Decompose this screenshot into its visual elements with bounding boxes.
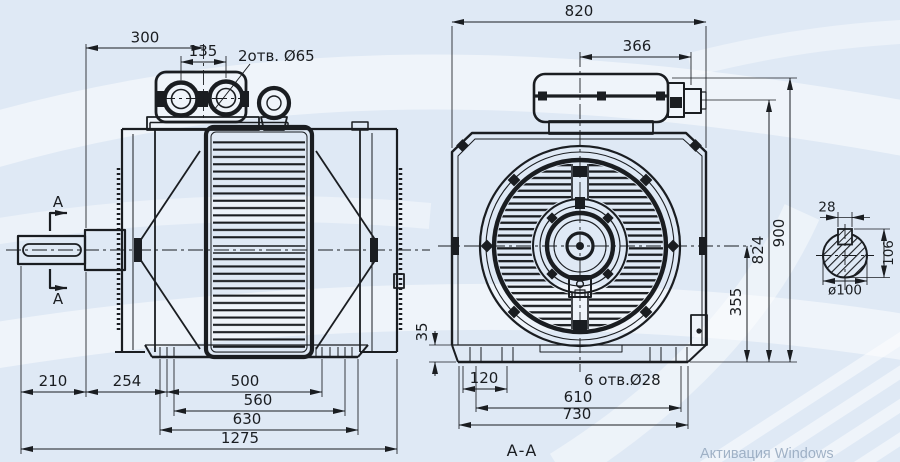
shaft-collar	[83, 228, 127, 272]
center-column	[571, 164, 589, 329]
cable-entry-block	[670, 97, 682, 108]
dim-254-label: 254	[113, 372, 142, 390]
section-cut-mark-bottom	[48, 269, 68, 291]
lifting-eye-base	[260, 116, 288, 131]
dim-1275-label: 1275	[221, 429, 259, 447]
lifting-eye-bore	[266, 95, 282, 111]
stator-frame	[450, 131, 708, 345]
dim-366-label: 366	[623, 37, 652, 55]
cable-gland-left	[162, 80, 200, 118]
box-clamp	[656, 91, 665, 101]
wallpaper-swoosh	[549, 204, 820, 462]
dim-820-label: 820	[565, 2, 594, 20]
section-mark-bottom-label: А	[53, 290, 64, 308]
section-mark-top-label: А	[53, 193, 64, 211]
foot-hole-marks	[159, 347, 353, 357]
box-clamp	[597, 91, 606, 101]
cable-gland-right-bore	[215, 87, 237, 109]
cable-gland-right	[207, 79, 245, 117]
dim-900-label: 900	[770, 219, 788, 248]
dim-824-label: 824	[749, 236, 767, 265]
frame-brace	[315, 258, 377, 350]
foot-edge	[687, 344, 707, 363]
dim-730-label: 730	[563, 405, 592, 423]
wallpaper-swoosh	[0, 54, 900, 167]
hub-bolt	[602, 268, 614, 280]
dim-560-label: 560	[244, 391, 273, 409]
dim-630-label: 630	[233, 410, 262, 428]
drain-box	[690, 314, 708, 346]
note-6-holes-d28: 6 отв.Ø28	[584, 371, 661, 389]
foot-notch	[539, 345, 623, 353]
dim-210-label: 210	[39, 372, 68, 390]
corner-lug	[456, 139, 469, 152]
dim-355-label: 355	[727, 288, 745, 317]
dim-d100-label: ø100	[828, 283, 862, 299]
gland-clamp	[157, 91, 166, 107]
frame-brace	[139, 150, 201, 242]
terminal-box-plinth	[146, 116, 260, 131]
shaft-end	[565, 231, 595, 261]
dim-135-label: 135	[189, 42, 218, 60]
front-view-dimensions: 820 366 824 900 355 35 120 6 отв.Ø28 610…	[413, 2, 797, 460]
wallpaper-stripes	[623, 326, 900, 462]
hub-bolt	[602, 212, 614, 224]
side-view-dimensions: 300 135 2отв. Ø65 210 254 500 560 630 12…	[20, 29, 398, 454]
dim-106-label: 106	[881, 240, 897, 266]
leader-line	[213, 63, 251, 111]
stator-frame-inner	[457, 138, 703, 345]
dim-500-label: 500	[231, 372, 260, 390]
wallpaper-swoosh	[687, 20, 900, 77]
lifting-eye	[256, 85, 292, 121]
extension-lines	[20, 266, 398, 454]
bearing-cap	[134, 238, 142, 262]
frame-brace	[315, 150, 377, 242]
windows-activation-watermark: Активация Windows	[700, 446, 834, 462]
section-cut-mark-top	[48, 210, 68, 231]
dim-28-label: 28	[818, 200, 835, 216]
wallpaper-swoosh	[0, 195, 432, 245]
shaft-keyway-slot	[22, 243, 82, 257]
wallpaper-swoosh	[0, 283, 900, 369]
dim-35-label: 35	[413, 322, 431, 341]
foot-edge	[451, 344, 459, 363]
dim-610-label: 610	[564, 388, 593, 406]
column-block	[573, 166, 587, 177]
note-2-holes-d65: 2отв. Ø65	[238, 47, 315, 65]
rear-boss	[393, 273, 405, 289]
drain-plug	[696, 328, 702, 334]
cooler-slats-upper	[213, 137, 305, 242]
hub-bolt	[546, 268, 558, 280]
side-lug	[452, 237, 459, 255]
cooler-slats-lower	[213, 257, 305, 353]
motor-front-view	[438, 52, 752, 372]
box-clamp	[538, 91, 547, 101]
dim-120-label: 120	[470, 369, 499, 387]
foot-hole-marks	[469, 347, 688, 362]
hub-bolt	[546, 212, 558, 224]
guard-bolt	[480, 239, 494, 253]
cooler-inner-frame	[210, 131, 308, 353]
motor-side-view: А А	[6, 44, 430, 360]
bearing-cap	[370, 238, 378, 262]
dim-300-label: 300	[131, 29, 160, 47]
section-title: А-А	[507, 441, 538, 460]
cable-gland-left-bore	[170, 88, 192, 110]
shaft-section-view: 28 106 ø100	[816, 200, 897, 299]
frame-brace	[139, 258, 201, 350]
foot-edge	[144, 344, 153, 358]
gland-clamp	[198, 91, 208, 107]
